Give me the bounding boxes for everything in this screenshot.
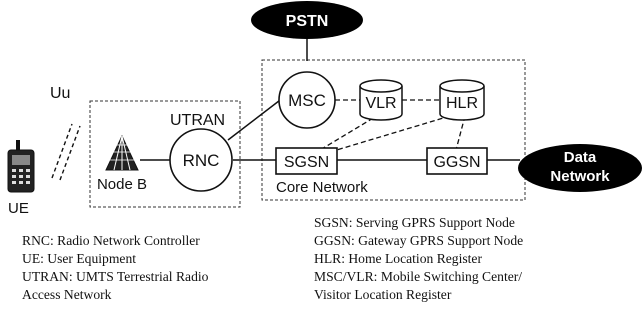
rnc-node <box>169 128 233 192</box>
sgsn-node <box>275 147 338 175</box>
uu-label: Uu <box>50 85 70 102</box>
ue-label: UE <box>8 200 29 217</box>
hlr-database-icon <box>439 79 485 121</box>
legend-item-sgsn: SGSN: Serving GPRS Support Node <box>314 215 515 230</box>
msc-label: MSC <box>288 91 326 110</box>
legend-item-msc-vlr: MSC/VLR: Mobile Switching Center/ <box>314 269 523 284</box>
data-network-label-line2: Network <box>550 168 610 185</box>
core-network-label: Core Network <box>276 179 368 196</box>
rnc-label: RNC <box>183 151 220 170</box>
legend-left: RNC: Radio Network Controller UE: User E… <box>22 232 208 304</box>
sgsn-label: SGSN <box>284 154 329 171</box>
legend-item-rnc: RNC: Radio Network Controller <box>22 233 200 248</box>
link-rnc-msc <box>227 93 289 141</box>
msc-node <box>278 71 336 129</box>
link-vlr-sgsn <box>319 113 381 151</box>
pstn-cloud <box>251 1 363 39</box>
uu-interface-line-1 <box>51 123 73 179</box>
legend-right: SGSN: Serving GPRS Support Node GGSN: Ga… <box>314 214 523 304</box>
node-b-label: Node B <box>97 176 147 193</box>
uu-interface-line-2 <box>59 125 81 181</box>
utran-label: UTRAN <box>170 112 225 129</box>
ggsn-label: GGSN <box>433 154 480 171</box>
node-b-antenna-icon <box>105 134 139 171</box>
network-architecture-diagram: PSTN MSC VLR HLR RNC SGSN GGSN Data Netw… <box>7 1 642 217</box>
link-hlr-sgsn <box>329 115 451 153</box>
core-network-region-box <box>261 59 526 201</box>
legend-item-hlr: HLR: Home Location Register <box>314 251 482 266</box>
hlr-label: HLR <box>446 95 478 112</box>
ggsn-node <box>426 147 488 175</box>
legend-item-ggsn: GGSN: Gateway GPRS Support Node <box>314 233 524 248</box>
vlr-label: VLR <box>365 95 396 112</box>
legend-item-utran: UTRAN: UMTS Terrestrial Radio <box>22 269 209 284</box>
ue-phone-icon <box>7 140 35 193</box>
data-network-cloud <box>518 144 642 192</box>
legend-item-ue: UE: User Equipment <box>22 251 137 266</box>
legend-item-msc-vlr-cont: Visitor Location Register <box>314 287 452 302</box>
link-hlr-ggsn <box>455 115 466 151</box>
legend-item-utran-cont: Access Network <box>22 287 112 302</box>
data-network-label-line1: Data <box>564 149 597 166</box>
pstn-label: PSTN <box>286 13 329 30</box>
vlr-database-icon <box>359 79 403 121</box>
utran-region-box <box>89 100 241 208</box>
